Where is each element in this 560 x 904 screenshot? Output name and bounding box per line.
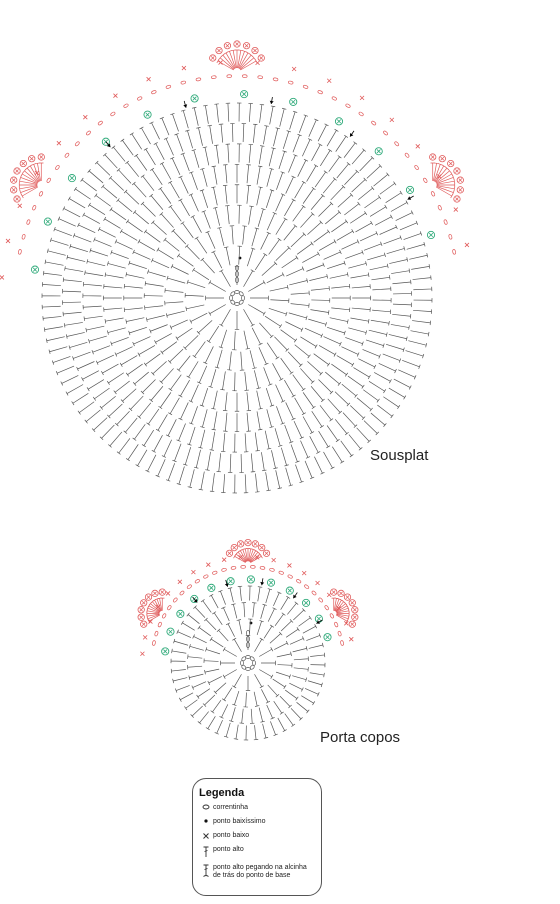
slip-stitch-icon (199, 818, 213, 824)
sousplat-caption: Sousplat (370, 447, 429, 464)
legend-label: ponto alto (213, 846, 244, 853)
legend-item-single: ponto baixo (199, 832, 315, 840)
legend-item-slip: ponto baixíssimo (199, 818, 315, 826)
porta-copos-diagram (170, 585, 326, 741)
single-crochet-icon (199, 832, 213, 840)
chain-stitch-icon (199, 804, 213, 810)
double-crochet-icon (199, 846, 213, 858)
legend-label: ponto baixíssimo (213, 818, 266, 825)
legend-label: ponto baixo (213, 832, 250, 839)
legend-item-double: ponto alto (199, 846, 315, 858)
legend-item-backloop: ponto alto pegando na alcinha de trás do… (199, 864, 315, 880)
legend-item-chain: correntinha (199, 804, 315, 812)
porta-copos-edging (137, 538, 359, 657)
sousplat-edging (0, 40, 470, 280)
porta-copos-caption: Porta copos (320, 729, 401, 746)
back-loop-double-crochet-icon (199, 864, 213, 878)
legend-label: correntinha (213, 804, 249, 811)
sousplat-diagram (41, 102, 433, 494)
legend-box: Legenda correntinha ponto baixíssimo pon… (192, 778, 322, 896)
legend-label: ponto alto pegando na alcinha de trás do… (213, 864, 307, 879)
legend-title: Legenda (199, 787, 245, 799)
